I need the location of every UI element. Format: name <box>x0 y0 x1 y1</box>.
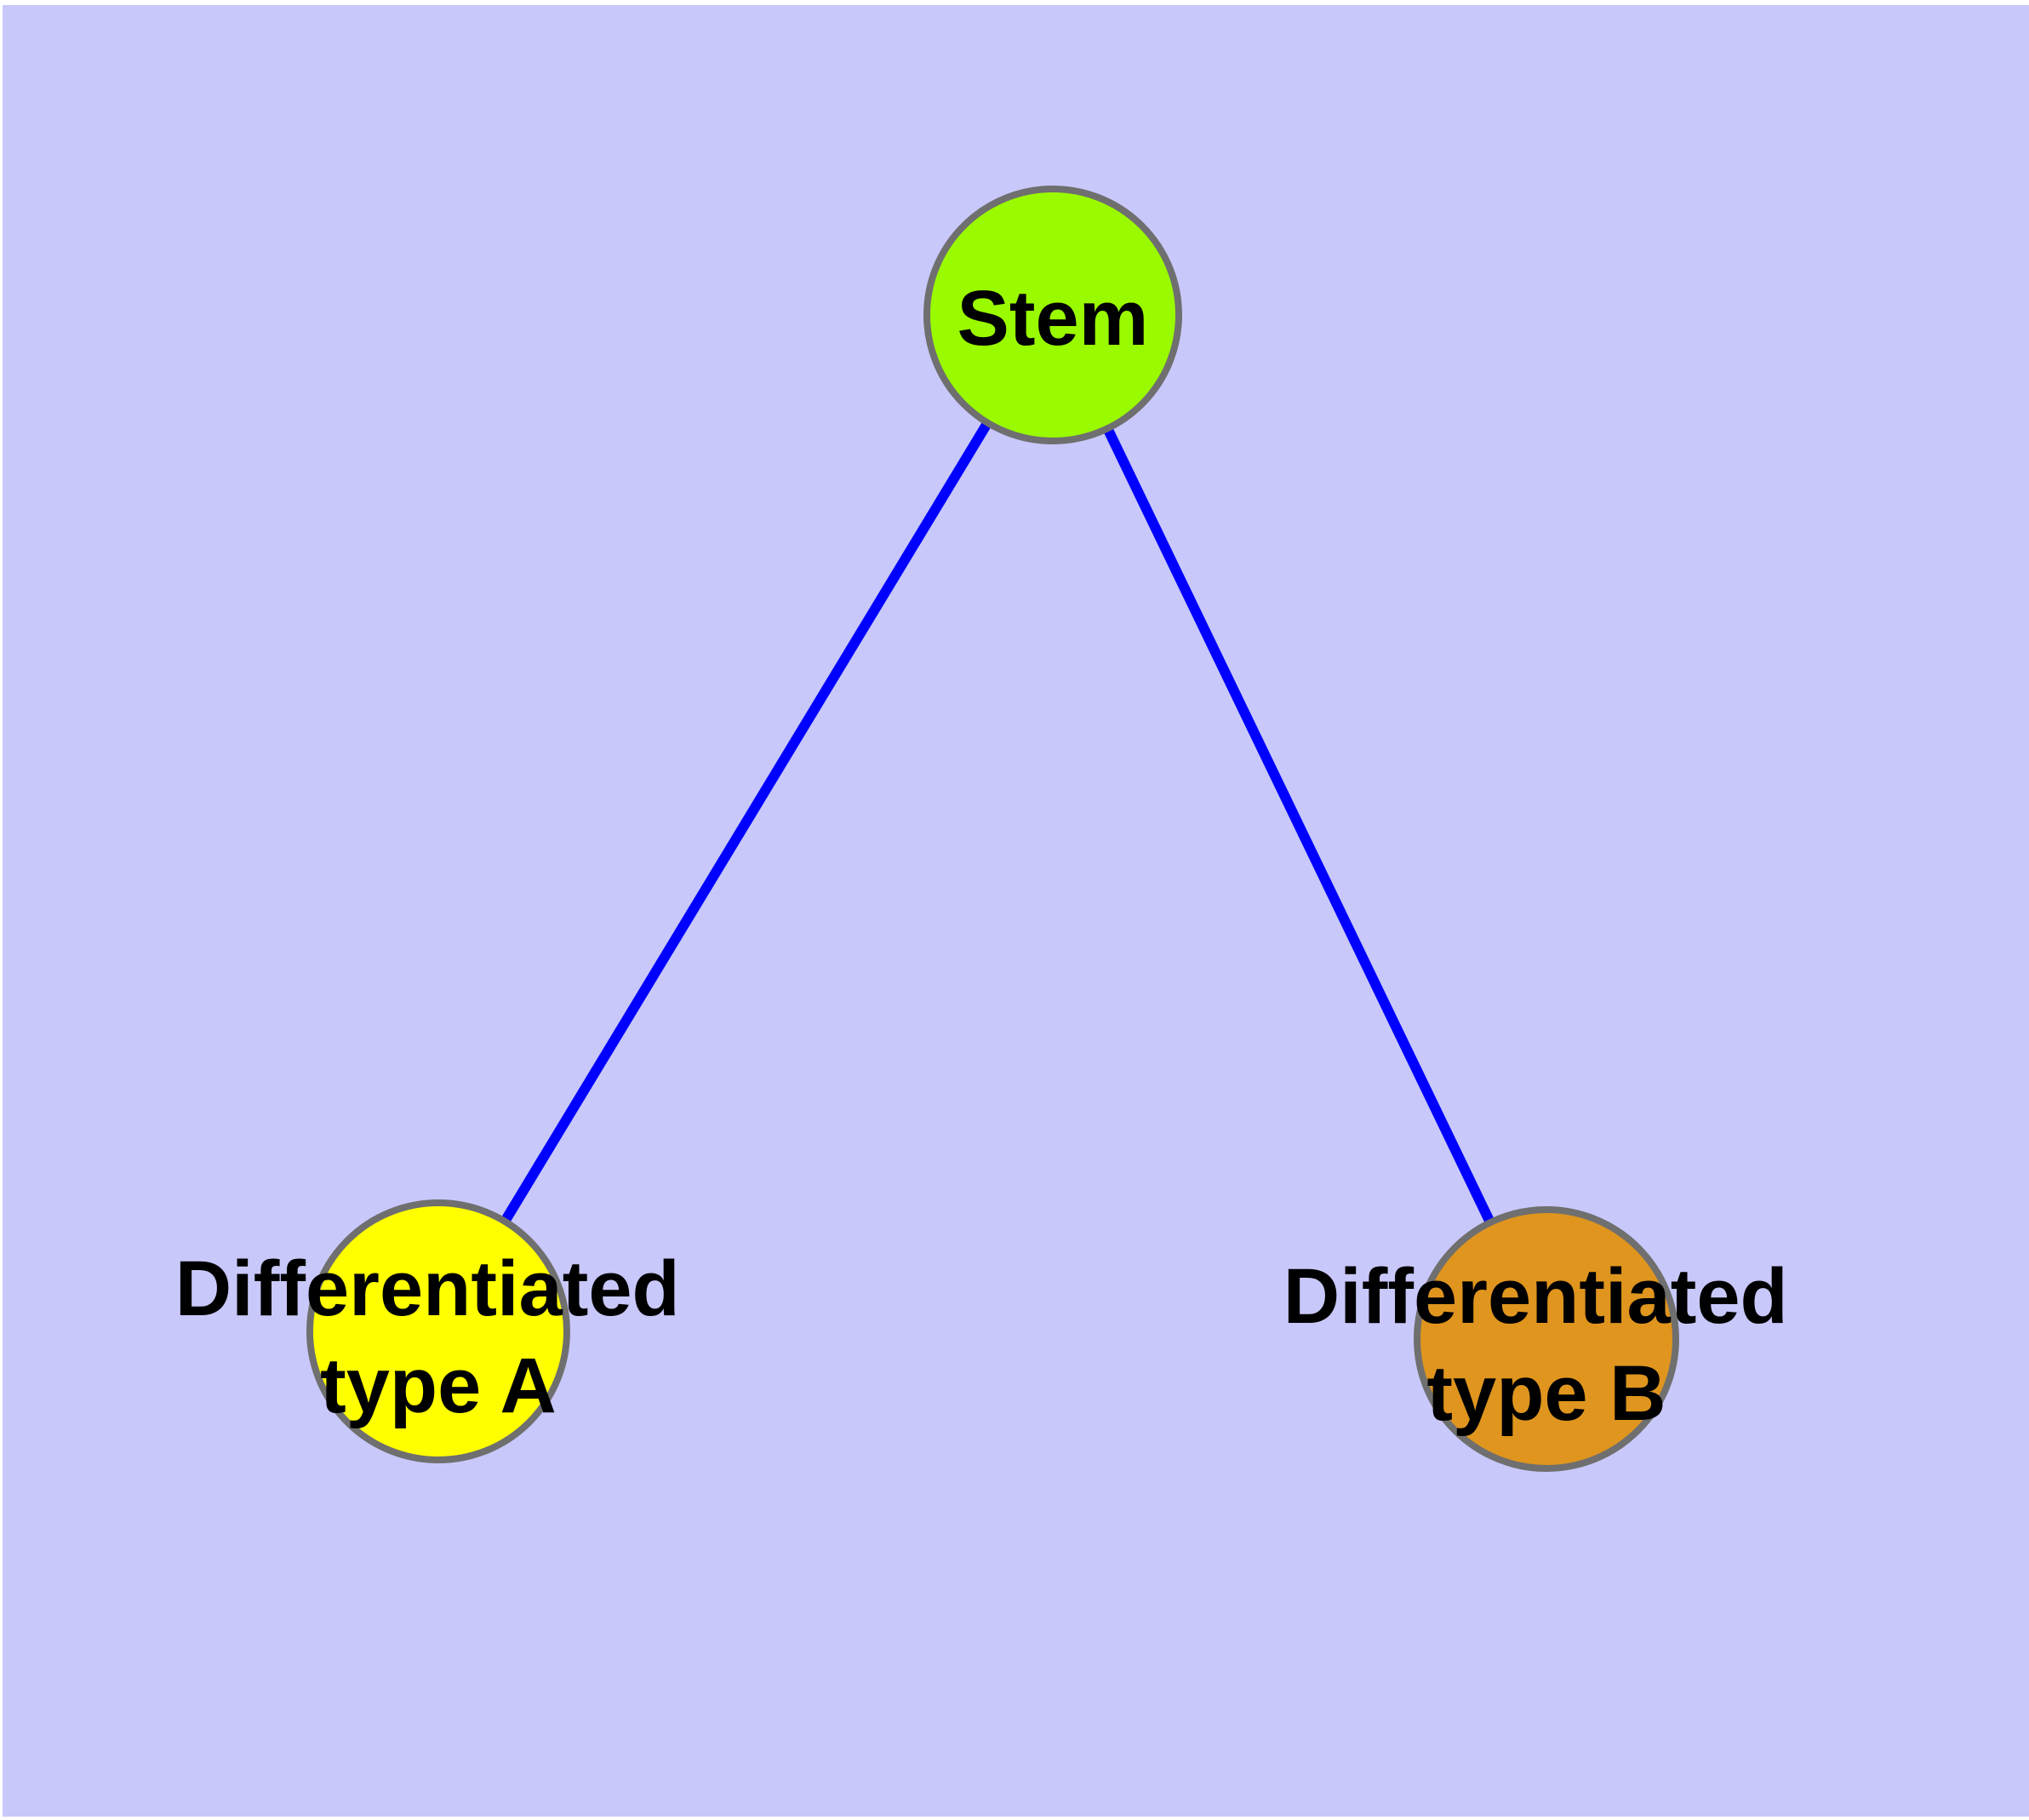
node-differentiated-type-b <box>1414 1206 1679 1472</box>
node-type-a-label-line1: Differentiated <box>175 1245 680 1332</box>
node-type-b-label: Differentiated type B <box>1283 1253 1810 1437</box>
node-differentiated-type-a <box>306 1199 570 1463</box>
edge-stem-to-type-b <box>1048 312 1552 1342</box>
node-type-b-label-line1: Differentiated <box>1283 1253 1788 1340</box>
node-stem <box>923 186 1182 444</box>
node-stem-label: Stem <box>957 275 1149 362</box>
edge-stem-to-type-a <box>433 312 1058 1335</box>
node-type-a-label-line2: type A <box>320 1342 557 1429</box>
node-type-b-label-line2: type B <box>1426 1350 1666 1437</box>
node-type-a-label: Differentiated type A <box>175 1245 702 1429</box>
